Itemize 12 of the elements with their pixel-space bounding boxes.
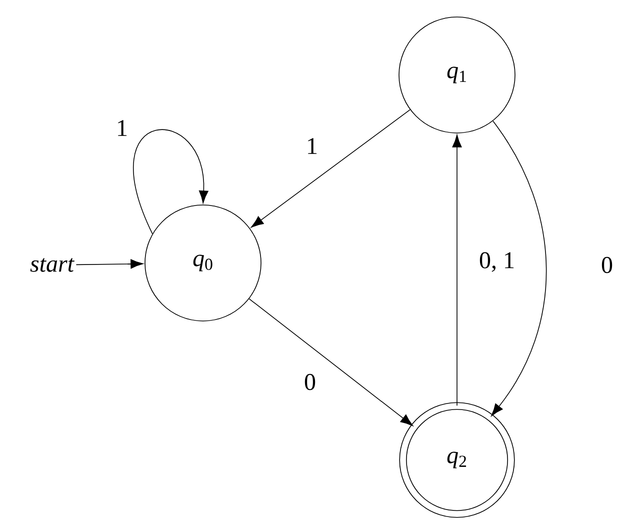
arrow: [76, 259, 144, 269]
arrow: [452, 134, 462, 406]
edge-label: 0: [599, 254, 615, 276]
edge-label: 0: [302, 372, 318, 392]
edge-label: 1: [304, 136, 320, 156]
arrow: [248, 298, 414, 426]
edge-label: 1: [114, 118, 130, 138]
arrow: [250, 109, 410, 228]
edge-label: 0, 1: [477, 250, 517, 274]
arrow: [133, 130, 208, 234]
arrow: [491, 120, 547, 416]
start-label: start: [30, 258, 74, 272]
